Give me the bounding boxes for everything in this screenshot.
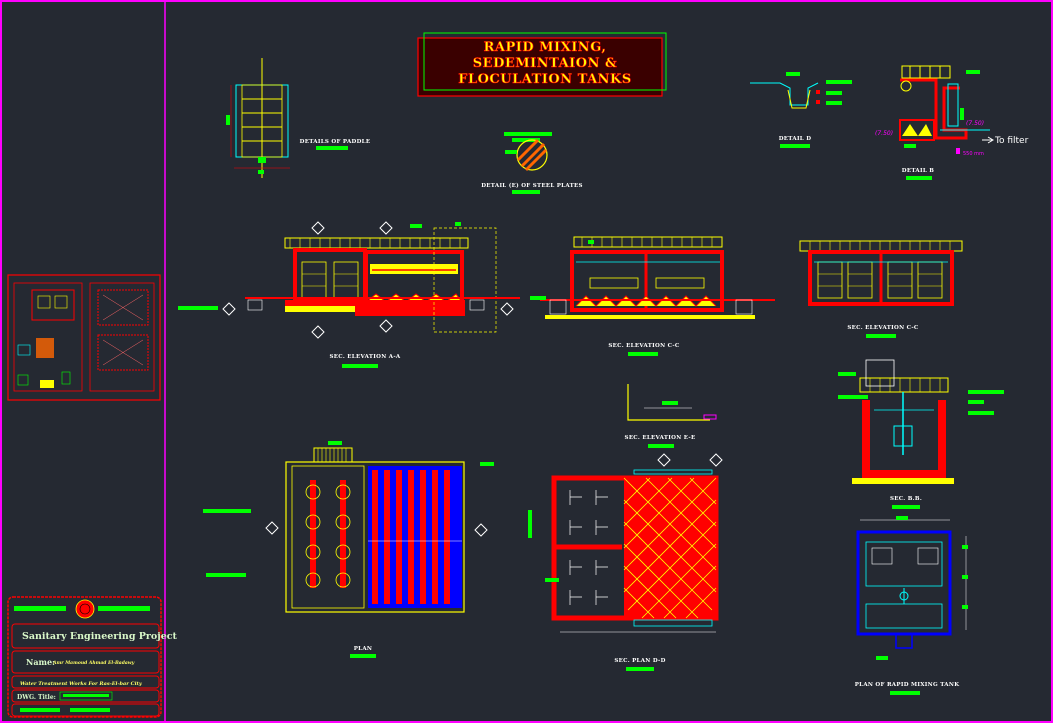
to-filter-label: To filter xyxy=(994,136,1029,146)
steel-plates-label: DETAIL (E) OF STEEL PLATES xyxy=(481,182,583,189)
svg-text:RAPID MIXING,: RAPID MIXING, xyxy=(484,40,607,55)
dwg-title-label: DWG. Title: xyxy=(17,694,56,701)
rapid-mixing-plan-label: PLAN OF RAPID MIXING TANK xyxy=(855,682,960,688)
sec-elevation-cc-right xyxy=(799,240,963,306)
paddle-label: DETAILS OF PADDLE xyxy=(300,139,371,145)
level-label-a: (7.50) xyxy=(875,130,893,137)
sec-ee-label: SEC. ELEVATION E-E xyxy=(625,435,696,441)
name-value: Amr Mamoud Ahmad El-Badawy xyxy=(52,660,135,666)
sec-elevation-aa xyxy=(178,221,520,339)
detail-b-label: DETAIL B xyxy=(902,168,934,174)
sec-plan-dd xyxy=(528,453,723,633)
plan-label: PLAN xyxy=(354,646,373,652)
level-label-b: (7.50) xyxy=(966,120,984,127)
rapid-mixing-plan xyxy=(856,516,968,660)
sheet-title: RAPID MIXING, SEDEMINTAION & FLOCULATION… xyxy=(417,32,667,97)
sec-bb xyxy=(838,359,1004,484)
svg-text:SEDEMINTAION &: SEDEMINTAION & xyxy=(473,56,617,71)
dimension-550: 550 mm xyxy=(963,151,984,157)
plan-view xyxy=(203,441,494,613)
paddle-detail xyxy=(226,58,290,178)
works-title: Water Treatment Works For Ras-El-bar Cit… xyxy=(20,681,143,687)
university-seal xyxy=(75,599,95,619)
sec-elevation-ee xyxy=(627,384,717,421)
title-block: Sanitary Engineering Project Name: Amr M… xyxy=(7,596,178,718)
sec-elevation-cc-middle xyxy=(530,236,775,319)
sec-cc-right-label: SEC. ELEVATION C-C xyxy=(847,325,918,331)
sec-cc-middle-label: SEC. ELEVATION C-C xyxy=(608,343,679,349)
project-title: Sanitary Engineering Project xyxy=(22,631,178,642)
sec-aa-label: SEC. ELEVATION A-A xyxy=(330,354,401,360)
steel-plates-detail xyxy=(504,132,552,172)
sec-plan-dd-label: SEC. PLAN D-D xyxy=(614,658,665,664)
key-plan-thumbnail xyxy=(7,274,161,401)
detail-d-label: DETAIL D xyxy=(779,136,812,142)
detail-b xyxy=(899,65,994,154)
detail-d xyxy=(750,72,852,109)
name-label: Name: xyxy=(26,657,55,667)
sec-bb-label: SEC. B.B. xyxy=(890,496,922,502)
svg-text:FLOCULATION TANKS: FLOCULATION TANKS xyxy=(458,72,632,87)
